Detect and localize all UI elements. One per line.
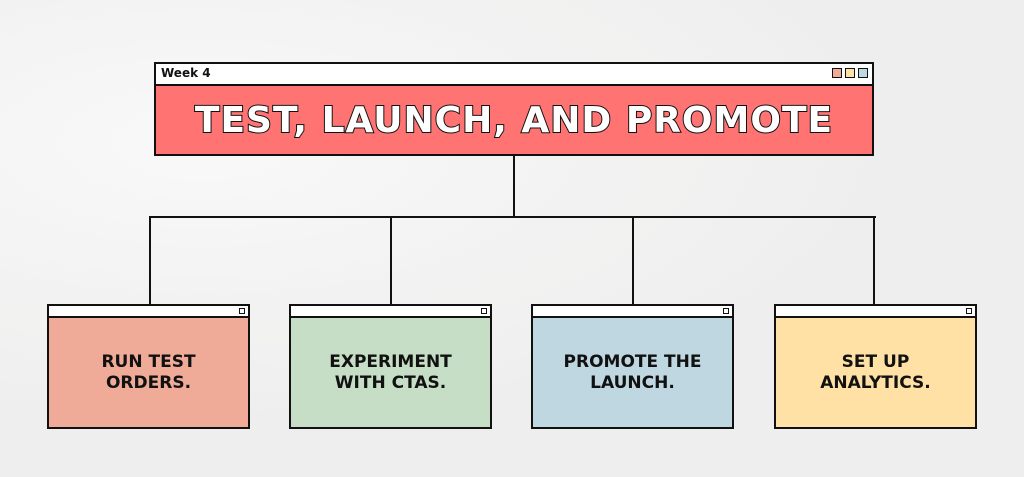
window-controls bbox=[832, 68, 868, 78]
step-body: SET UP ANALYTICS. bbox=[776, 318, 975, 427]
connector-horizontal bbox=[149, 216, 876, 218]
step-body: PROMOTE THE LAUNCH. bbox=[533, 318, 732, 427]
main-window-titlebar: Week 4 bbox=[156, 64, 872, 86]
connector-trunk bbox=[513, 154, 515, 218]
step-label: PROMOTE THE LAUNCH. bbox=[563, 351, 702, 393]
step-box-4: SET UP ANALYTICS. bbox=[774, 304, 977, 429]
week-label: Week 4 bbox=[161, 66, 211, 80]
step-titlebar bbox=[533, 306, 732, 318]
window-square-icon bbox=[239, 308, 245, 314]
step-box-2: EXPERIMENT WITH CTAS. bbox=[289, 304, 492, 429]
step-titlebar bbox=[49, 306, 248, 318]
main-window-body: TEST, LAUNCH, AND PROMOTE bbox=[156, 86, 872, 154]
main-title: TEST, LAUNCH, AND PROMOTE bbox=[194, 99, 834, 142]
step-box-3: PROMOTE THE LAUNCH. bbox=[531, 304, 734, 429]
connector-branch-1 bbox=[149, 216, 151, 306]
step-body: EXPERIMENT WITH CTAS. bbox=[291, 318, 490, 427]
window-dot-icon bbox=[858, 68, 868, 78]
step-label: RUN TEST ORDERS. bbox=[101, 351, 196, 393]
window-square-icon bbox=[966, 308, 972, 314]
connector-branch-2 bbox=[390, 216, 392, 306]
connector-branch-3 bbox=[632, 216, 634, 306]
step-body: RUN TEST ORDERS. bbox=[49, 318, 248, 427]
window-dot-icon bbox=[845, 68, 855, 78]
window-dot-icon bbox=[832, 68, 842, 78]
step-titlebar bbox=[776, 306, 975, 318]
connector-branch-4 bbox=[873, 216, 875, 306]
step-box-1: RUN TEST ORDERS. bbox=[47, 304, 250, 429]
step-titlebar bbox=[291, 306, 490, 318]
step-label: SET UP ANALYTICS. bbox=[820, 351, 931, 393]
step-label: EXPERIMENT WITH CTAS. bbox=[329, 351, 452, 393]
window-square-icon bbox=[481, 308, 487, 314]
window-square-icon bbox=[723, 308, 729, 314]
main-window: Week 4 TEST, LAUNCH, AND PROMOTE bbox=[154, 62, 874, 156]
